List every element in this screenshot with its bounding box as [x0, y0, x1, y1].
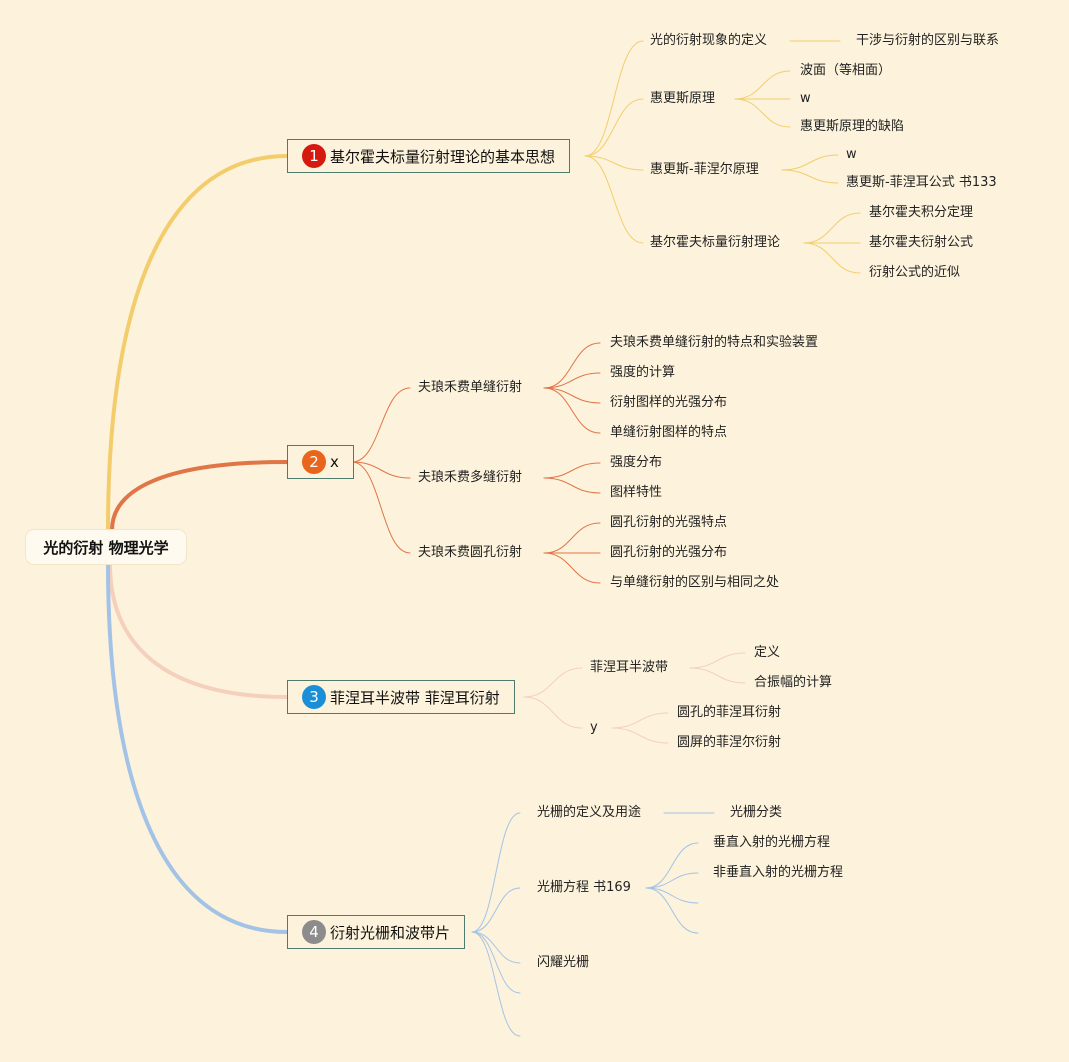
- leaf-link: [781, 169, 839, 184]
- leaf-link: [543, 552, 601, 584]
- subtopic-label[interactable]: 光的衍射现象的定义: [650, 33, 768, 48]
- root-node[interactable]: 光的衍射 物理光学: [26, 530, 186, 564]
- leaf-link: [645, 887, 699, 934]
- subtopic-link: [471, 887, 521, 933]
- leaf-label[interactable]: 单缝衍射图样的特点: [610, 425, 728, 440]
- number-badge-2: 2: [302, 450, 326, 474]
- leaf-link: [781, 154, 839, 171]
- topic-label-3: 菲涅耳半波带 菲涅耳衍射: [330, 688, 500, 707]
- leaf-label[interactable]: 衍射图样的光强分布: [610, 395, 728, 410]
- root-link-3: [108, 562, 289, 699]
- leaf-link: [543, 462, 601, 479]
- leaf-link: [645, 887, 699, 904]
- leaf-label[interactable]: w: [846, 147, 857, 162]
- subtopic-label[interactable]: 基尔霍夫标量衍射理论: [650, 235, 781, 250]
- leaf-link: [543, 372, 601, 389]
- root-node-label: 光的衍射 物理光学: [43, 538, 169, 557]
- topic-node-2[interactable]: 2 x: [287, 445, 354, 479]
- number-badge-4: 4: [302, 920, 326, 944]
- leaf-label[interactable]: 圆孔衍射的光强特点: [610, 515, 728, 530]
- leaf-link: [803, 212, 861, 244]
- subtopic-link: [471, 931, 521, 994]
- leaf-link: [611, 727, 669, 744]
- subtopic-link: [471, 812, 521, 933]
- leaf-label[interactable]: 圆屏的菲涅尔衍射: [677, 735, 782, 750]
- root-link-2: [110, 460, 289, 532]
- leaf-link: [734, 98, 791, 128]
- topic-label-1: 基尔霍夫标量衍射理论的基本思想: [330, 147, 556, 166]
- subtopic-link: [584, 40, 644, 157]
- leaf-link: [689, 667, 746, 684]
- subtopic-link: [471, 931, 521, 1037]
- leaf-label[interactable]: 合振幅的计算: [754, 675, 833, 690]
- number-badge-1: 1: [302, 144, 326, 168]
- leaf-link: [645, 872, 699, 889]
- leaf-label[interactable]: 基尔霍夫积分定理: [869, 205, 974, 220]
- subtopic-label[interactable]: 夫琅禾费单缝衍射: [418, 380, 523, 395]
- leaf-label[interactable]: 与单缝衍射的区别与相同之处: [610, 575, 780, 590]
- leaf-link: [645, 842, 699, 889]
- leaf-label[interactable]: 干涉与衍射的区别与联系: [856, 33, 1000, 48]
- subtopic-label[interactable]: 闪耀光栅: [537, 955, 590, 970]
- leaf-label[interactable]: 垂直入射的光栅方程: [713, 835, 831, 850]
- leaf-label[interactable]: w: [800, 91, 811, 106]
- leaf-label[interactable]: 衍射公式的近似: [869, 265, 961, 280]
- leaf-label[interactable]: 强度的计算: [610, 365, 676, 380]
- leaf-label[interactable]: 强度分布: [610, 455, 663, 470]
- topic-node-1[interactable]: 1 基尔霍夫标量衍射理论的基本思想: [287, 139, 571, 173]
- subtopic-link: [584, 98, 644, 157]
- leaf-label[interactable]: 图样特性: [610, 485, 663, 500]
- leaf-link: [543, 477, 601, 494]
- subtopic-link: [351, 461, 411, 554]
- leaf-label[interactable]: 光栅分类: [730, 805, 783, 820]
- subtopic-label[interactable]: 惠更斯原理: [650, 91, 716, 106]
- leaf-link: [543, 522, 601, 554]
- leaf-link: [543, 342, 601, 389]
- topic-label-4: 衍射光栅和波带片: [330, 923, 451, 942]
- subtopic-link: [523, 667, 583, 698]
- subtopic-link: [351, 461, 411, 479]
- leaf-label[interactable]: 圆孔的菲涅耳衍射: [677, 705, 782, 720]
- leaf-label[interactable]: 夫琅禾费单缝衍射的特点和实验装置: [610, 335, 819, 350]
- subtopic-label[interactable]: 光栅的定义及用途: [537, 805, 642, 820]
- topic-node-3[interactable]: 3 菲涅耳半波带 菲涅耳衍射: [287, 680, 515, 714]
- leaf-label[interactable]: 惠更斯-菲涅耳公式 书133: [846, 175, 997, 190]
- root-link-4: [106, 562, 289, 934]
- number-badge-3: 3: [302, 685, 326, 709]
- leaf-link: [543, 387, 601, 434]
- subtopic-label[interactable]: 夫琅禾费多缝衍射: [418, 470, 523, 485]
- subtopic-label[interactable]: y: [590, 720, 598, 735]
- subtopic-link: [584, 155, 644, 244]
- leaf-label[interactable]: 圆孔衍射的光强分布: [610, 545, 728, 560]
- leaf-link: [803, 242, 861, 274]
- subtopic-link: [471, 931, 521, 964]
- leaf-link: [689, 652, 746, 669]
- leaf-link: [543, 387, 601, 404]
- subtopic-link: [523, 696, 583, 729]
- leaf-label[interactable]: 非垂直入射的光栅方程: [713, 865, 844, 880]
- leaf-label[interactable]: 惠更斯原理的缺陷: [800, 119, 905, 134]
- leaf-link: [734, 70, 791, 100]
- topic-node-4[interactable]: 4 衍射光栅和波带片: [287, 915, 466, 949]
- subtopic-label[interactable]: 光栅方程 书169: [537, 880, 631, 895]
- subtopic-link: [584, 155, 644, 171]
- subtopic-label[interactable]: 夫琅禾费圆孔衍射: [418, 545, 523, 560]
- leaf-label[interactable]: 波面（等相面）: [800, 63, 892, 78]
- subtopic-label[interactable]: 惠更斯-菲涅尔原理: [650, 162, 759, 177]
- leaf-label[interactable]: 定义: [754, 645, 781, 660]
- subtopic-label[interactable]: 菲涅耳半波带: [590, 660, 669, 675]
- topic-label-2: x: [330, 453, 339, 471]
- leaf-label[interactable]: 基尔霍夫衍射公式: [869, 235, 974, 250]
- leaf-link: [611, 712, 669, 729]
- root-link-1: [106, 154, 289, 532]
- subtopic-link: [351, 387, 411, 463]
